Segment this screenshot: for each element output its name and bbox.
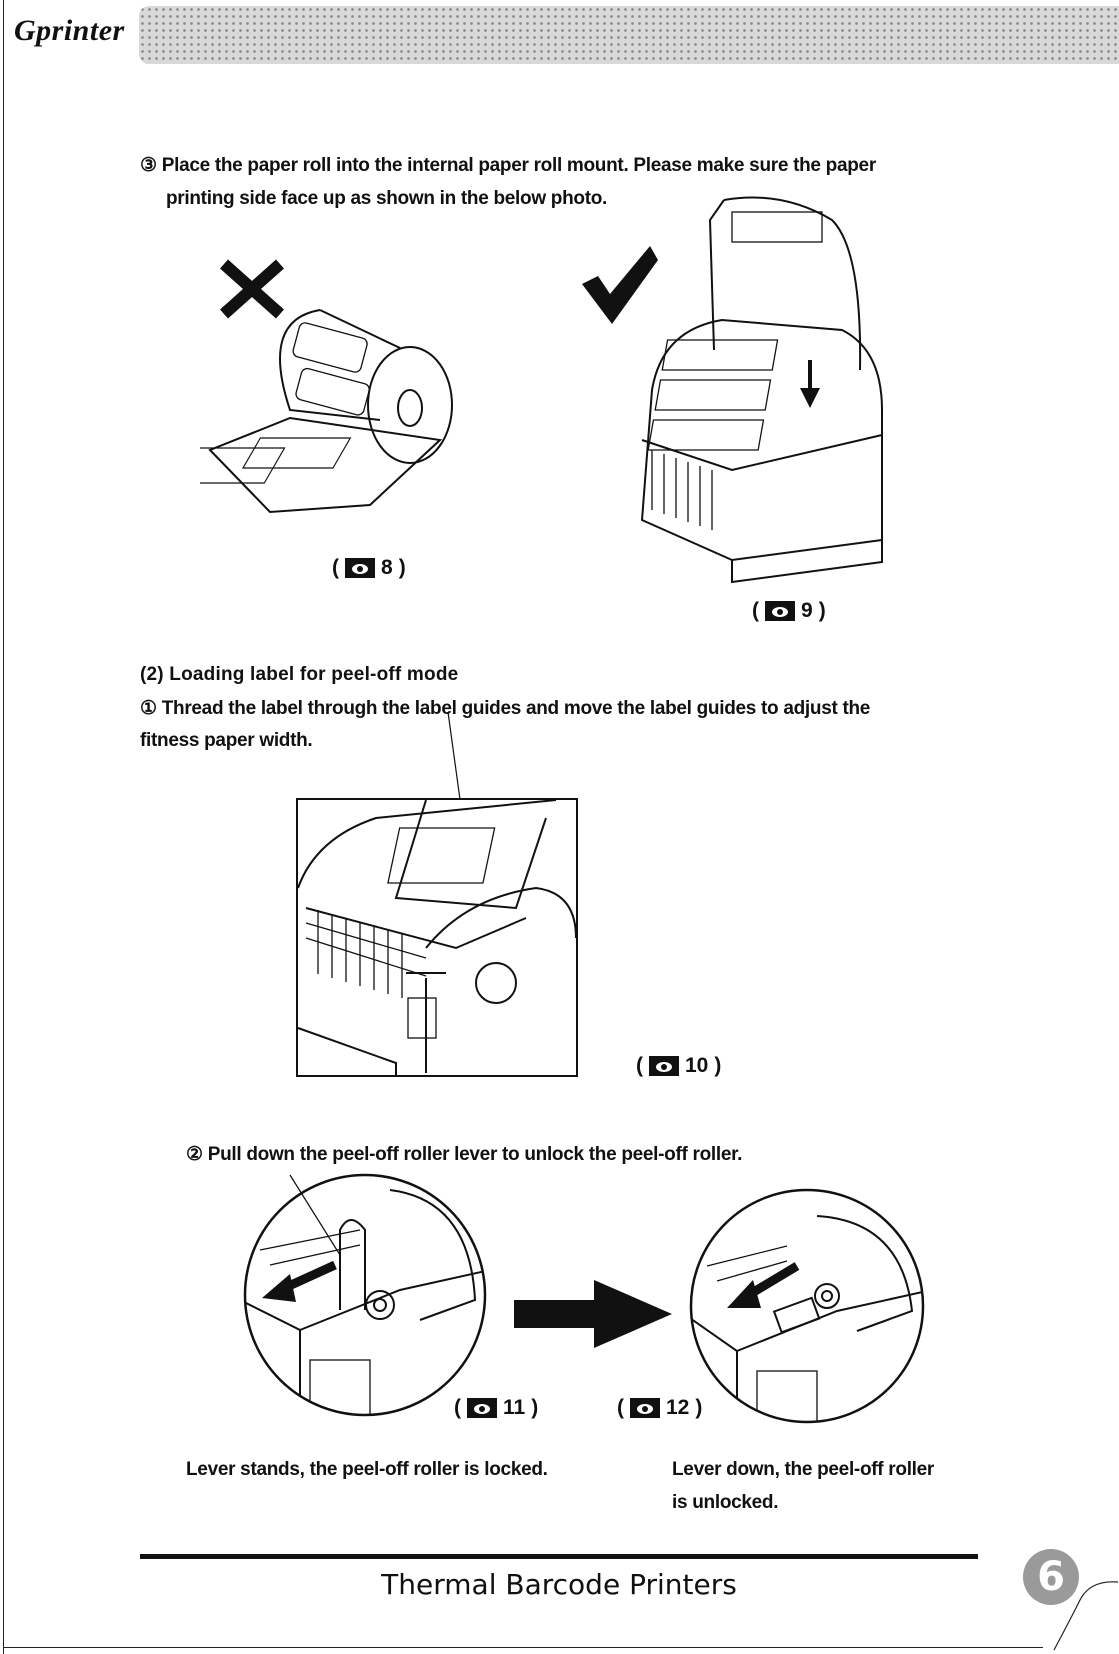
page-number: 6	[1023, 1549, 1079, 1605]
figure-eye-icon	[765, 601, 795, 621]
close-paren: )	[695, 1396, 703, 1419]
lever-unlocked-illustration	[689, 1188, 925, 1424]
caption-unlocked-line2: is unlocked.	[672, 1492, 779, 1513]
figure-number: 8	[381, 556, 393, 579]
footer-title: Thermal Barcode Printers	[381, 1568, 737, 1601]
figure-eye-icon	[345, 558, 375, 578]
page-corner-curve	[1053, 1581, 1119, 1651]
figure-number: 10	[685, 1054, 709, 1077]
section-heading: (2) Loading label for peel-off mode	[140, 664, 459, 685]
figure-number: 9	[801, 599, 813, 622]
cross-icon	[220, 259, 284, 319]
lever-locked-illustration	[243, 1173, 487, 1417]
close-paren: )	[714, 1054, 722, 1077]
open-paren: (	[617, 1396, 624, 1419]
step3-line2: printing side face up as shown in the be…	[166, 188, 608, 209]
page-frame-left	[3, 0, 4, 1654]
step3-line1: ③ Place the paper roll into the internal…	[140, 155, 876, 176]
section2-step1-line1: ① Thread the label through the label gui…	[140, 698, 871, 719]
header-dot-band	[139, 6, 1119, 64]
figure-number: 12	[666, 1396, 690, 1419]
close-paren: )	[818, 599, 826, 622]
paper-roll-illustration	[200, 309, 453, 514]
open-paren: (	[752, 599, 759, 622]
caption-locked: Lever stands, the peel-off roller is loc…	[186, 1459, 548, 1480]
label-guides-illustration	[296, 798, 578, 1077]
check-icon	[582, 246, 658, 324]
section2-step2: ② Pull down the peel-off roller lever to…	[186, 1144, 743, 1165]
open-paren: (	[636, 1054, 643, 1077]
caption-unlocked-line1: Lever down, the peel-off roller	[672, 1459, 935, 1480]
open-paren: (	[332, 556, 339, 579]
open-printer-illustration	[640, 196, 883, 584]
figure-eye-icon	[467, 1398, 497, 1418]
close-paren: )	[531, 1396, 539, 1419]
close-paren: )	[398, 556, 406, 579]
figure-11-label: ( 11 )	[454, 1396, 538, 1420]
figure-eye-icon	[649, 1056, 679, 1076]
figure-number: 11	[503, 1396, 526, 1419]
arrow-right-icon	[514, 1280, 672, 1348]
figure-eye-icon	[630, 1398, 660, 1418]
figure-9-label: ( 9 )	[752, 599, 826, 623]
open-paren: (	[454, 1396, 461, 1419]
figure-12-label: ( 12 )	[617, 1396, 702, 1420]
page-frame-bottom	[3, 1647, 1043, 1648]
section2-step1-line2: fitness paper width.	[140, 730, 313, 751]
footer-rule	[140, 1554, 978, 1559]
brand-logo: Gprinter	[14, 14, 125, 47]
figure-8-label: ( 8 )	[332, 556, 406, 580]
figure-10-label: ( 10 )	[636, 1054, 721, 1078]
